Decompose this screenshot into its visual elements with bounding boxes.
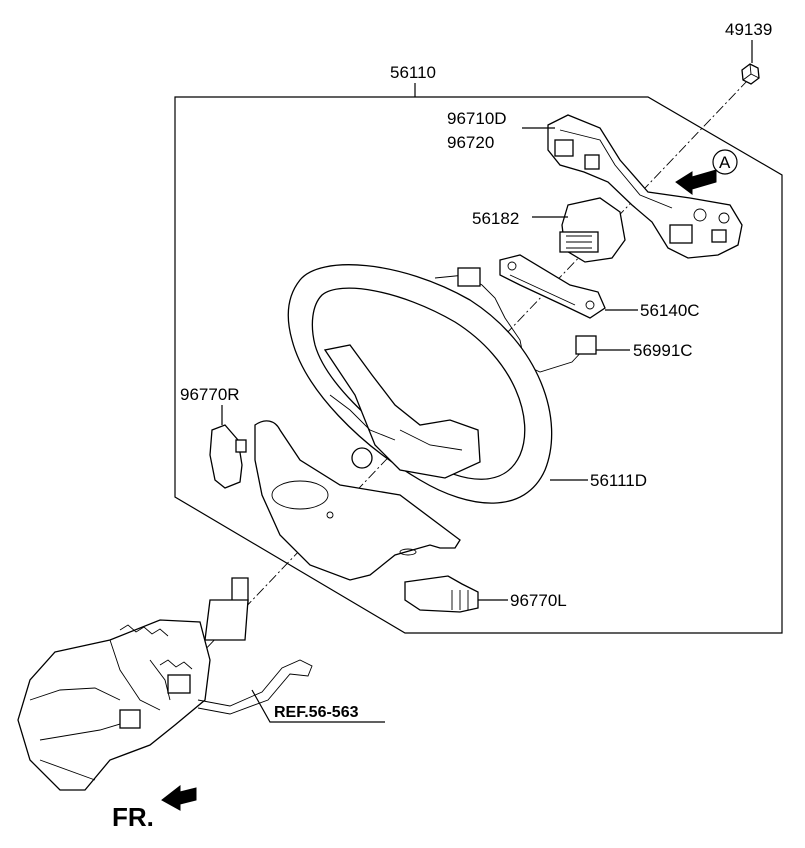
clock-spring-part xyxy=(559,197,626,263)
label-96710d: 96710D xyxy=(447,109,507,128)
view-marker-circle xyxy=(712,149,738,175)
label-fr: FR. xyxy=(112,802,154,832)
label-ref: REF.56-563 xyxy=(274,704,359,721)
nut-part xyxy=(741,63,760,85)
front-arrow xyxy=(161,784,197,811)
paddle-right-part xyxy=(209,424,247,489)
steering-wheel-part xyxy=(287,264,553,504)
label-96720: 96720 xyxy=(447,133,494,152)
view-arrow xyxy=(675,169,717,195)
lower-cover-part xyxy=(254,420,461,581)
paddle-left-part xyxy=(404,575,479,613)
label-96770r: 96770R xyxy=(180,385,240,404)
label-56110: 56110 xyxy=(390,63,436,82)
label-view-a: A xyxy=(719,153,731,172)
label-49139: 49139 xyxy=(725,20,772,39)
bracket-part xyxy=(499,254,606,319)
label-56182: 56182 xyxy=(472,209,519,228)
label-56991c: 56991C xyxy=(633,341,693,360)
label-56111d: 56111D xyxy=(590,471,647,490)
wiring-part xyxy=(429,267,597,373)
remote-switch-part xyxy=(547,114,743,259)
assembly-boundary xyxy=(174,96,783,634)
label-56140c: 56140C xyxy=(640,301,700,320)
ref-leader xyxy=(251,689,385,723)
steering-column-part xyxy=(17,577,313,791)
label-96770l: 96770L xyxy=(510,591,567,610)
